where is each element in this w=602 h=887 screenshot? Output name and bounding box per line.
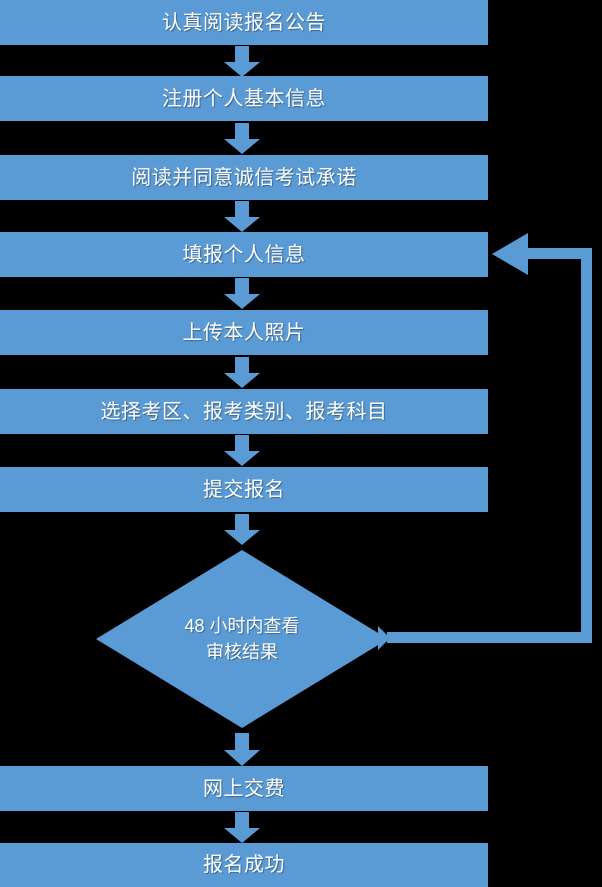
node-upload-photo[interactable]: 上传本人照片 — [0, 310, 488, 355]
node-label: 认真阅读报名公告 — [162, 11, 326, 34]
node-agree-integrity-pledge[interactable]: 阅读并同意诚信考试承诺 — [0, 155, 488, 200]
node-registration-success[interactable]: 报名成功 — [0, 843, 488, 887]
connector-arrow-5-to-6 — [222, 357, 262, 389]
arrow-down-icon — [224, 123, 260, 154]
node-online-payment[interactable]: 网上交费 — [0, 766, 488, 811]
arrow-down-icon — [224, 201, 260, 232]
feedback-loop-vertical-right — [581, 248, 592, 642]
node-label: 报名成功 — [203, 854, 285, 876]
connector-arrow-2-to-3 — [222, 123, 262, 155]
node-label: 选择考区、报考类别、报考科目 — [100, 400, 388, 423]
feedback-loop-arrowhead-left-icon — [492, 233, 528, 275]
arrow-down-icon — [224, 733, 260, 766]
arrow-down-icon — [224, 514, 260, 545]
node-label: 填报个人信息 — [182, 243, 306, 266]
arrow-down-icon — [224, 46, 260, 77]
node-read-announcement[interactable]: 认真阅读报名公告 — [0, 0, 488, 45]
connector-arrow-9-to-10 — [222, 812, 262, 844]
feedback-loop-horizontal-top — [527, 248, 587, 259]
node-fill-personal-info[interactable]: 填报个人信息 — [0, 232, 488, 277]
node-register-basic-info[interactable]: 注册个人基本信息 — [0, 76, 488, 121]
arrow-down-icon — [224, 357, 260, 388]
decision-diamond-shape — [96, 550, 388, 728]
node-check-review-result[interactable]: 48 小时内查看 审核结果 — [96, 550, 388, 728]
node-label: 网上交费 — [203, 777, 285, 800]
node-select-exam-area-category-subject[interactable]: 选择考区、报考类别、报考科目 — [0, 389, 488, 434]
node-label: 提交报名 — [203, 478, 285, 501]
connector-arrow-1-to-2 — [222, 46, 262, 78]
connector-arrow-8-to-9 — [222, 733, 262, 766]
arrow-down-icon — [224, 812, 260, 843]
connector-arrow-4-to-5 — [222, 278, 262, 310]
connector-arrow-3-to-4 — [222, 201, 262, 233]
connector-arrow-6-to-7 — [222, 435, 262, 467]
node-label: 上传本人照片 — [182, 321, 306, 344]
node-label: 阅读并同意诚信考试承诺 — [131, 166, 357, 189]
connector-arrow-7-to-8 — [222, 514, 262, 546]
arrow-down-icon — [224, 278, 260, 309]
feedback-loop-horizontal-bottom — [387, 632, 592, 643]
node-submit-application[interactable]: 提交报名 — [0, 467, 488, 512]
node-label: 注册个人基本信息 — [162, 87, 326, 110]
arrow-down-icon — [224, 435, 260, 466]
